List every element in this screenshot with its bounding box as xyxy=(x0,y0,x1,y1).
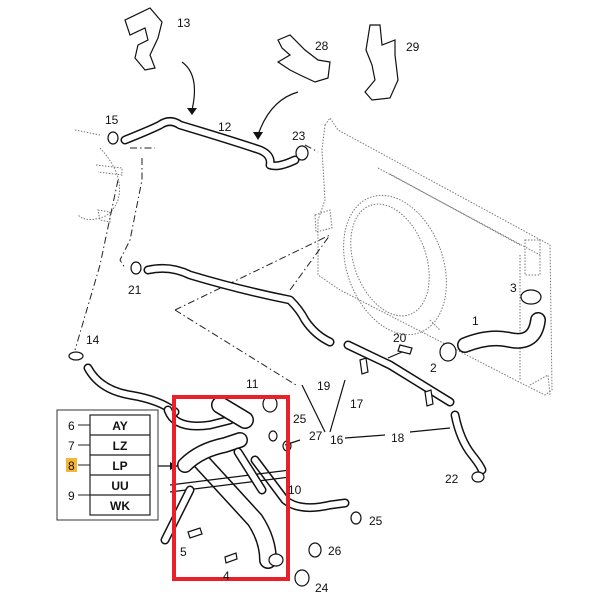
hose-14 xyxy=(83,363,180,417)
callout-23[interactable]: 23 xyxy=(292,129,306,143)
callout-25[interactable]: 25 xyxy=(369,514,383,528)
legend-number: 6 xyxy=(68,419,75,433)
clamp-25a xyxy=(268,430,278,442)
callout-10[interactable]: 10 xyxy=(288,483,302,497)
callout-13[interactable]: 13 xyxy=(177,16,191,30)
bolt-5 xyxy=(187,527,203,539)
hose-1 xyxy=(457,312,546,353)
bracket-29 xyxy=(364,24,399,101)
callout-25[interactable]: 25 xyxy=(293,412,307,426)
legend: 6 7 8 9 AY LZ LP UU WK xyxy=(56,409,159,521)
callout-21[interactable]: 21 xyxy=(128,283,142,297)
callout-labels: 13 28 29 15 12 23 21 3 1 20 2 14 11 19 1… xyxy=(86,16,517,595)
legend-code: UU xyxy=(111,479,128,493)
clamp-26 xyxy=(308,542,322,558)
legend-code: WK xyxy=(110,499,130,513)
callout-19[interactable]: 19 xyxy=(317,379,331,393)
clamp-22 xyxy=(471,471,485,483)
clamp-2 xyxy=(439,342,457,362)
callout-1[interactable]: 1 xyxy=(472,314,479,328)
callout-14[interactable]: 14 xyxy=(86,333,100,347)
legend-number: 9 xyxy=(68,489,75,503)
callout-4[interactable]: 4 xyxy=(223,569,230,583)
coolant-pipe-assembly xyxy=(160,396,291,569)
legend-code: AY xyxy=(112,419,128,433)
callout-27[interactable]: 27 xyxy=(309,429,323,443)
clamp-15 xyxy=(107,131,119,145)
radiator xyxy=(314,117,553,396)
bracket-28 xyxy=(253,34,331,140)
clamp-14 xyxy=(68,351,84,361)
expansion-tank xyxy=(74,129,123,223)
leader-lines xyxy=(74,144,331,386)
callout-17[interactable]: 17 xyxy=(350,397,364,411)
hose-10 xyxy=(250,455,350,513)
callout-22[interactable]: 22 xyxy=(445,472,459,486)
hose-12 xyxy=(120,117,300,171)
clamp-23 xyxy=(295,145,309,161)
callout-29[interactable]: 29 xyxy=(406,40,420,54)
highlighted-callout-bg xyxy=(66,458,77,472)
highlight-box xyxy=(172,395,290,581)
clamp-25b xyxy=(350,511,362,525)
clamp-24 xyxy=(294,569,310,587)
callout-5[interactable]: 5 xyxy=(180,545,187,559)
clamp-3 xyxy=(520,289,542,305)
legend-code: LZ xyxy=(113,439,128,453)
callout-3[interactable]: 3 xyxy=(510,281,517,295)
hose-21 xyxy=(143,263,335,347)
callout-28[interactable]: 28 xyxy=(315,39,329,53)
legend-number: 7 xyxy=(68,439,75,453)
pipe-22 xyxy=(450,410,487,475)
bracket-13 xyxy=(124,7,197,115)
callout-16[interactable]: 16 xyxy=(330,433,344,447)
callout-2[interactable]: 2 xyxy=(430,361,437,375)
callout-26[interactable]: 26 xyxy=(328,544,342,558)
callout-20[interactable]: 20 xyxy=(393,331,407,345)
callout-18[interactable]: 18 xyxy=(391,431,405,445)
pipe-17 xyxy=(343,340,455,407)
legend-number-highlighted[interactable]: 8 xyxy=(68,459,75,473)
callout-11[interactable]: 11 xyxy=(246,377,259,391)
callout-15[interactable]: 15 xyxy=(105,113,119,127)
stud-4 xyxy=(224,552,238,564)
legend-code: LP xyxy=(112,459,127,473)
callout-12[interactable]: 12 xyxy=(218,120,232,134)
clamp-21 xyxy=(130,261,142,275)
callout-24[interactable]: 24 xyxy=(315,581,329,595)
clamps xyxy=(68,131,542,587)
